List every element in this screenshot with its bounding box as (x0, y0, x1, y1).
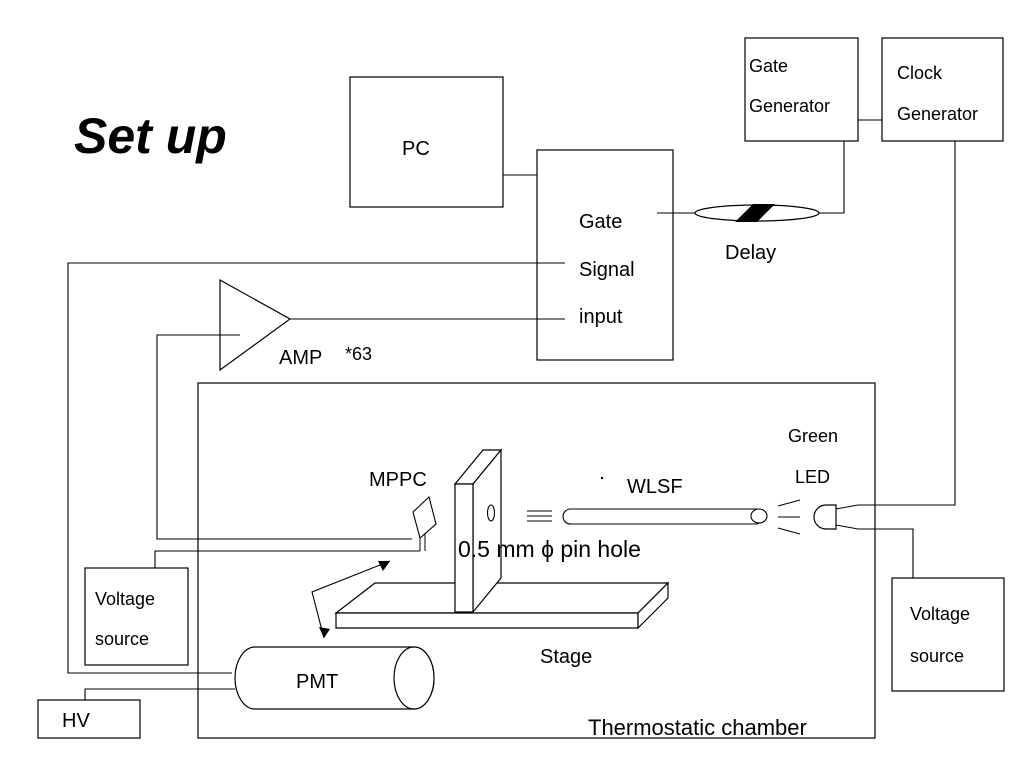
pin-hole (486, 504, 496, 522)
gate-generator-box (744, 37, 859, 142)
input-label: input (579, 306, 623, 328)
chamber-label: Thermostatic chamber (588, 715, 807, 740)
gate-label: Gate (579, 211, 622, 233)
clock-generator-box (881, 37, 1004, 142)
pc-label: PC (402, 138, 430, 160)
gate-generator-label-1: Gate (749, 56, 788, 76)
mppc-bias-wire (154, 550, 420, 569)
light-rays (527, 510, 552, 522)
gate-generator-label-2: Generator (749, 96, 830, 116)
led-label: LED (795, 467, 830, 487)
voltage-left-label-1: Voltage (95, 589, 155, 609)
delay-mark (735, 204, 775, 222)
adc-module-box (536, 149, 674, 361)
clock-generator-label-2: Generator (897, 104, 978, 124)
pc-box (349, 76, 504, 208)
stage-label: Stage (540, 646, 592, 668)
hv-box (37, 699, 141, 739)
pin-hole-label: 0.5 mm ϕ pin hole (458, 536, 641, 562)
amp-gain-label: *63 (345, 344, 372, 364)
voltage-right-label-1: Voltage (910, 604, 970, 624)
wlsf-fiber (562, 508, 768, 525)
double-arrow (311, 560, 391, 639)
stage (334, 581, 670, 630)
pin-hole-plate (453, 448, 503, 614)
hv-wire (84, 688, 235, 700)
top-wiring (67, 119, 956, 674)
led-voltage-wire (858, 528, 914, 578)
green-label: Green (788, 426, 838, 446)
wlsf-label: WLSF (627, 476, 683, 498)
voltage-source-right (891, 577, 1005, 692)
dot-mark (600, 476, 604, 480)
pmt-label: PMT (296, 671, 338, 693)
voltage-right-label-2: source (910, 646, 964, 666)
delay-label: Delay (725, 242, 776, 264)
amp-mppc-wire (156, 334, 412, 540)
voltage-source-left (84, 567, 189, 666)
clock-generator-label-1: Clock (897, 63, 943, 83)
amp-triangle (219, 278, 292, 372)
amp-label: AMP (279, 347, 322, 369)
mppc-label: MPPC (369, 469, 427, 491)
page-title: Set up (74, 108, 227, 164)
mppc-sensor (412, 495, 437, 551)
green-led (777, 499, 859, 535)
hv-label: HV (62, 710, 90, 732)
signal-label: Signal (579, 259, 635, 281)
pmt-tube (234, 646, 435, 710)
voltage-left-label-2: source (95, 629, 149, 649)
